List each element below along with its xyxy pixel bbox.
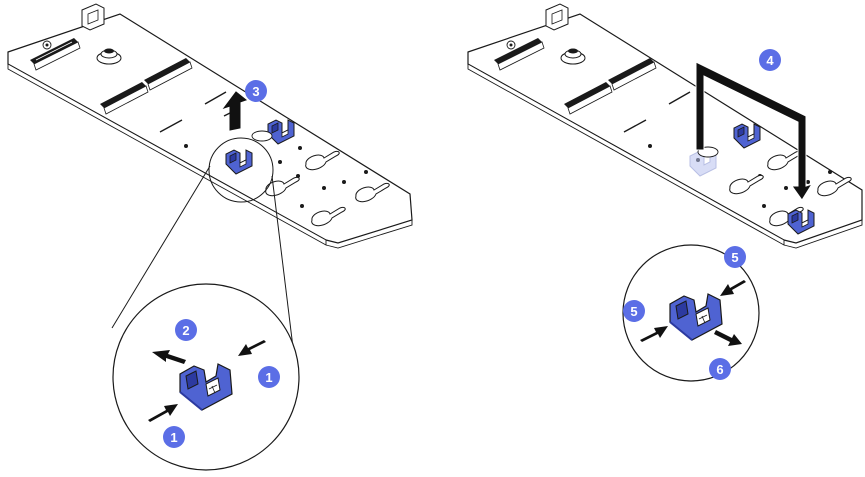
press-arrow-icon: [238, 340, 266, 356]
press-arrow-icon: [720, 280, 746, 296]
release-arrow-icon: [714, 330, 742, 346]
callout-5-top: 5: [724, 246, 746, 268]
left-board: [7, 3, 413, 249]
relocate-arrow-icon: [695, 61, 814, 201]
right-detail-view: [622, 244, 760, 382]
press-arrow-icon: [148, 404, 178, 422]
callout-3: 3: [245, 80, 267, 102]
press-arrow-icon: [640, 326, 668, 342]
slide-arrow-icon: [152, 350, 186, 364]
callout-5-top-label: 5: [731, 250, 738, 265]
right-board: [467, 3, 863, 249]
callout-1-top: 1: [258, 366, 280, 388]
callout-6: 6: [709, 358, 731, 380]
callout-6-label: 6: [716, 362, 723, 377]
callout-3-label: 3: [252, 84, 259, 99]
callout-1-bottom-label: 1: [170, 430, 177, 445]
ghost-retainer-clip-icon: [689, 151, 717, 177]
left-detail-view: [112, 283, 300, 471]
callout-5-left: 5: [623, 300, 645, 322]
callout-4: 4: [759, 49, 781, 71]
lift-up-arrow-icon: [222, 91, 248, 131]
callout-4-label: 4: [766, 53, 774, 68]
callout-1-top-label: 1: [265, 370, 272, 385]
callout-1-bottom: 1: [163, 426, 185, 448]
left-zoom-indicator: [111, 137, 297, 373]
callout-2-label: 2: [182, 323, 189, 338]
callout-2: 2: [175, 319, 197, 341]
callout-5-left-label: 5: [630, 304, 637, 319]
